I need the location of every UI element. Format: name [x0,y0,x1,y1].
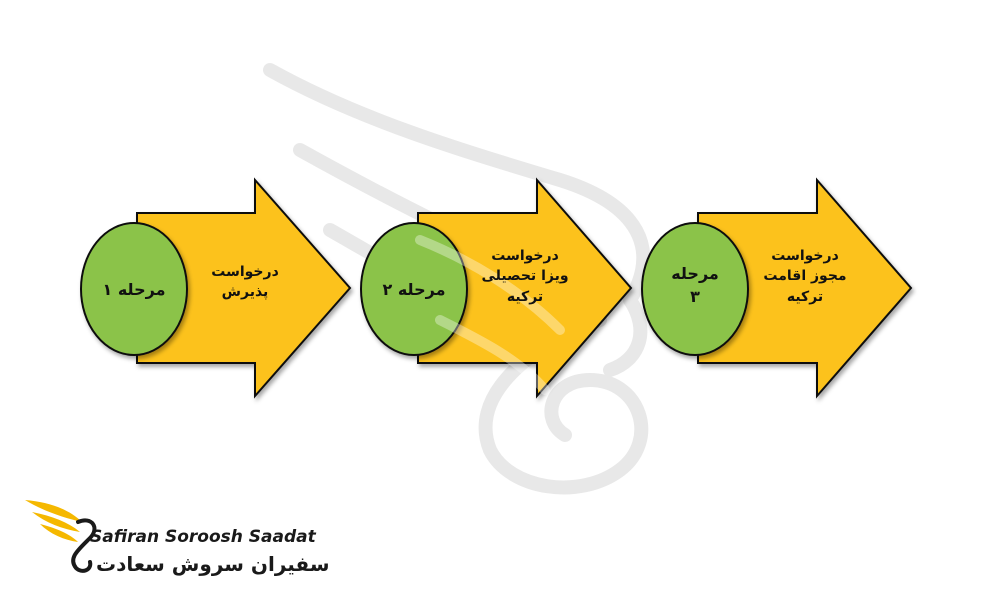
step-2-text: درخواست ویزا تحصیلی ترکیه [481,248,569,305]
brand-logo-icon [25,500,97,573]
step-1 [80,177,352,399]
step-3-circle [641,222,749,356]
step-2 [360,177,633,399]
brand-name-en: Safiran Soroosh Saadat [90,527,316,547]
step-1-text: درخواست پذیرش [211,264,279,301]
step-1-stage-label: مرحله ۱ [102,280,166,299]
step-2-stage-label: مرحله ۲ [382,280,446,299]
step-3 [641,177,913,399]
step-2-circle [360,222,468,356]
step-1-circle [80,222,188,356]
step-2-arrow [417,177,633,399]
step-1-arrow [136,177,352,399]
brand-name-fa: سفیران سروش سعادت [96,552,330,576]
step-3-stage-label: مرحله ۳ [671,264,719,307]
step-3-arrow [697,177,913,399]
step-3-text: درخواست مجوز اقامت ترکیه [763,248,847,305]
